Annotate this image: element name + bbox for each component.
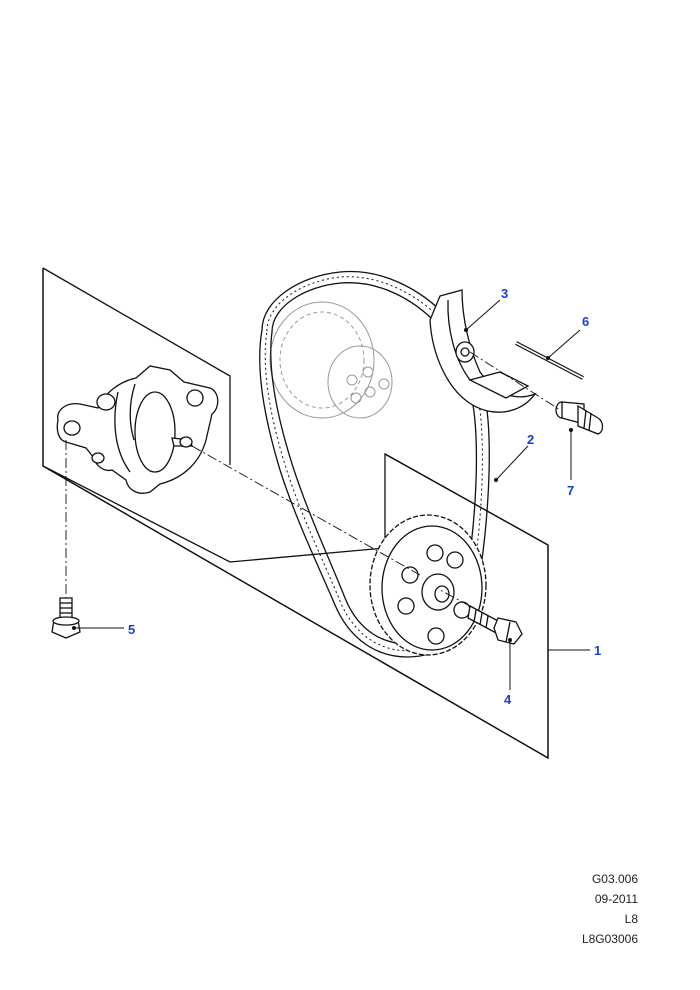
callout-7: 7: [567, 483, 574, 498]
reference-date: 09-2011: [594, 892, 638, 906]
oil-pump: [56, 365, 219, 494]
chain-tensioner-plunger: [555, 401, 604, 435]
reference-code: G03.006: [591, 872, 638, 886]
sprocket-bolt: [467, 605, 523, 645]
callout-3: 3: [501, 286, 508, 301]
callout-2: 2: [527, 432, 534, 447]
oil-pump-sprocket: [369, 514, 487, 656]
reference-drawing-id: L8G03006: [581, 932, 638, 946]
callout-leaders: [72, 299, 590, 690]
chain-tensioner-guide: [429, 289, 537, 413]
callout-6: 6: [582, 314, 589, 329]
alignment-centerlines: [65, 351, 561, 607]
callout-1: 1: [594, 643, 601, 658]
guide-pin: [515, 341, 584, 380]
callout-5: 5: [128, 622, 135, 637]
camshaft-sprocket-ghost: [269, 301, 393, 419]
callout-4: 4: [504, 692, 512, 707]
reference-model: L8: [624, 912, 638, 926]
pump-mounting-bolt: [51, 597, 81, 639]
drawing-reference-block: G03.006 09-2011 L8 L8G03006: [582, 869, 638, 949]
